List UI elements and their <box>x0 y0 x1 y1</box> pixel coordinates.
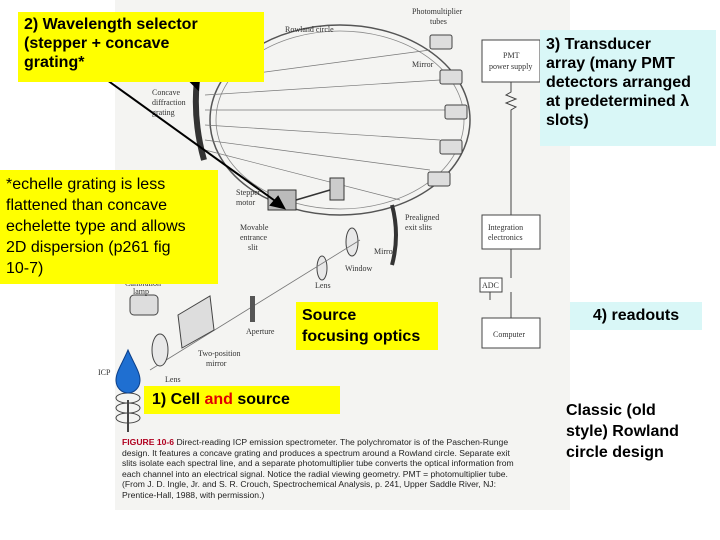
wavelength-selector-line-1: 2) Wavelength selector <box>24 16 198 33</box>
readouts-text: 4) readouts <box>592 307 680 324</box>
figure-caption-label: FIGURE 10-6 <box>122 437 175 447</box>
label-prealigned-2: exit slits <box>405 223 432 232</box>
classic-rowland-note: Classic (old style) Rowland circle desig… <box>566 400 716 470</box>
label-photomultiplier-2: tubes <box>430 17 447 26</box>
label-calibration-2: lamp <box>133 287 149 296</box>
label-two-position-1: Two-position <box>198 349 241 358</box>
wavelength-selector-line-3: grating* <box>24 54 85 71</box>
classic-line-1: Classic (old <box>566 402 656 419</box>
echelle-line-2: flattened than concave <box>6 197 168 214</box>
label-movable-2: entrance <box>240 233 268 242</box>
adc-box <box>479 277 503 293</box>
label-pmt-supply-2: power supply <box>489 62 532 71</box>
lens-mid <box>316 255 328 281</box>
transducer-line-2: array (many PMT <box>546 55 675 72</box>
label-movable-3: slit <box>248 243 259 252</box>
signal-wires <box>489 120 512 318</box>
resistor-symbol <box>504 82 518 120</box>
entrance-slit <box>329 177 345 201</box>
label-concave-2: diffraction <box>152 98 186 107</box>
label-computer: Computer <box>493 330 525 339</box>
transducer-line-1: 3) Transducer <box>546 36 651 53</box>
label-stepper-1: Stepper <box>236 188 261 197</box>
classic-line-2: style) Rowland <box>566 423 679 440</box>
label-integration-2: electronics <box>488 233 523 242</box>
lens-bottom <box>151 333 169 367</box>
label-prealigned-1: Prealigned <box>405 213 439 222</box>
label-mirror-mid: Mirror <box>374 247 396 256</box>
echelle-line-1: *echelle grating is less <box>6 176 166 193</box>
label-concave-1: Concave <box>152 88 180 97</box>
figure-caption: FIGURE 10-6 Direct-reading ICP emission … <box>122 437 517 501</box>
label-movable-1: Movable <box>240 223 269 232</box>
label-photomultiplier-1: Photomultiplier <box>412 7 463 16</box>
label-concave-3: grating <box>152 108 175 117</box>
label-adc: ADC <box>482 281 499 290</box>
source-optics-line-2: focusing optics <box>302 328 421 345</box>
window-optic <box>345 227 359 257</box>
label-window: Window <box>345 264 372 273</box>
computer-box <box>481 317 541 349</box>
label-stepper-2: motor <box>236 198 255 207</box>
transducer-callout: 3) Transducer array (many PMT detectors … <box>540 30 716 146</box>
echelle-note-callout: *echelle grating is less flattened than … <box>0 170 218 284</box>
label-two-position-2: mirror <box>206 359 227 368</box>
photomultiplier-tubes <box>427 34 468 187</box>
transducer-line-4: at predetermined λ <box>546 93 690 110</box>
aperture <box>250 296 255 322</box>
slit-rail <box>295 189 331 201</box>
calibration-lamp <box>129 294 159 316</box>
label-mirror-top: Mirror <box>412 60 434 69</box>
label-icp: ICP <box>98 368 111 377</box>
label-lens-bottom: Lens <box>165 375 181 384</box>
diffracted-rays <box>204 49 445 201</box>
readouts-callout: 4) readouts <box>570 302 702 330</box>
cell-source-and: and <box>204 391 233 408</box>
wavelength-selector-callout: 2) Wavelength selector (stepper + concav… <box>18 12 264 82</box>
label-aperture: Aperture <box>246 327 275 336</box>
label-integration-1: Integration <box>488 223 523 232</box>
figure-caption-text: Direct-reading ICP emission spectrometer… <box>122 437 514 500</box>
two-position-mirror <box>177 295 215 349</box>
transducer-line-5: slots) <box>546 112 589 129</box>
callout-arrows <box>99 62 286 210</box>
source-optics-callout: Source focusing optics <box>296 302 438 350</box>
transducer-line-3: detectors arranged <box>546 74 691 91</box>
cell-source-callout: 1) Cell and source <box>144 386 340 414</box>
source-optics-line-1: Source <box>302 307 357 324</box>
echelle-line-5: 10-7) <box>6 260 44 277</box>
cell-source-part-2: source <box>232 391 290 408</box>
echelle-line-4: 2D dispersion (p261 fig <box>6 239 171 256</box>
rowland-circle <box>209 24 471 216</box>
echelle-line-3: echelette type and allows <box>6 218 186 235</box>
label-lens-mid: Lens <box>315 281 331 290</box>
rowland-circle-inner <box>215 30 465 210</box>
classic-line-3: circle design <box>566 444 664 461</box>
label-pmt-supply-1: PMT <box>503 51 520 60</box>
cell-source-part-1: 1) Cell <box>152 391 205 408</box>
label-rowland-circle: Rowland circle <box>285 25 334 34</box>
blue-droplet <box>115 348 141 394</box>
wavelength-selector-line-2: (stepper + concave <box>24 35 170 52</box>
pmt-power-supply-box <box>481 39 541 83</box>
integration-electronics-box <box>481 214 541 250</box>
mirror-mid <box>390 204 398 266</box>
